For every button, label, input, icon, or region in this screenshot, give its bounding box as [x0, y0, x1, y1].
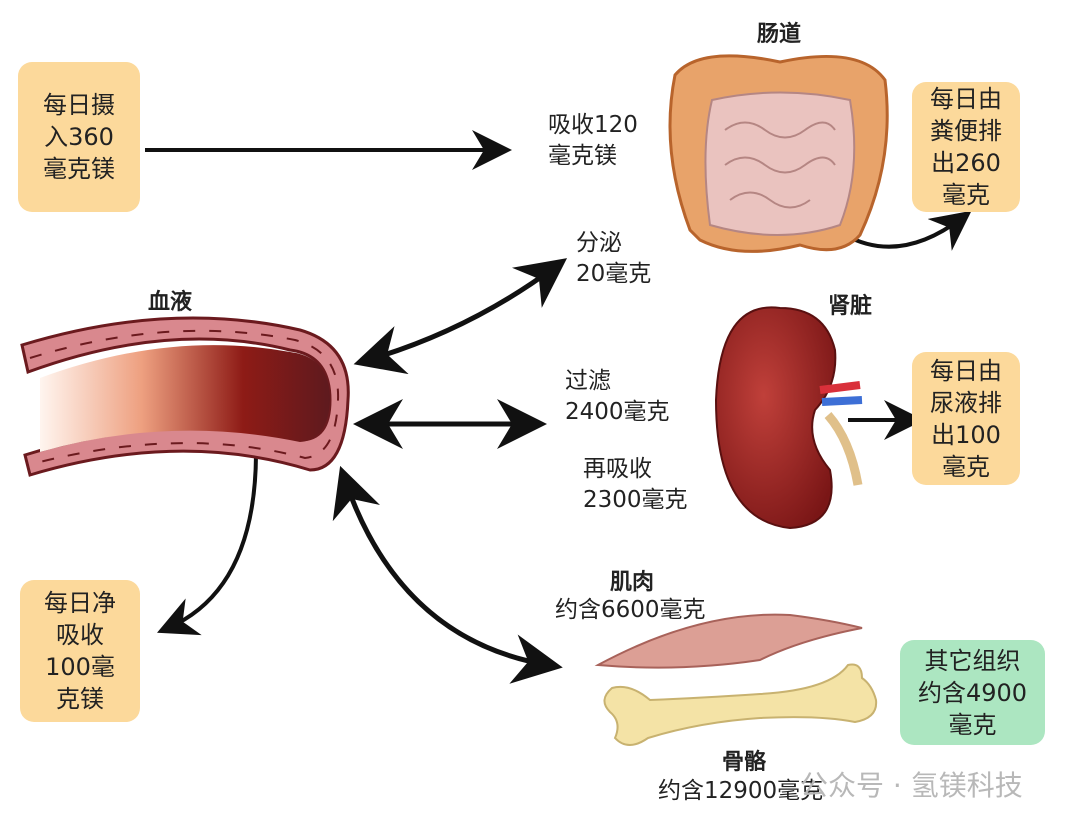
urine-line: 出100 [931, 420, 1001, 449]
muscle-illustration [594, 613, 863, 669]
feces-arrow [844, 210, 972, 251]
secrete-label: 分泌 20毫克 [576, 228, 651, 290]
filter-label: 过滤 2400毫克 [565, 366, 670, 428]
other-tissue-box: 其它组织 约含4900 毫克 [900, 640, 1045, 745]
watermark: 公众号 · 氢镁科技 [800, 769, 1023, 802]
blood-vessel-illustration [20, 316, 350, 477]
secrete-line: 20毫克 [576, 261, 652, 287]
urine-excretion-box: 每日由 尿液排 出100 毫克 [912, 352, 1020, 485]
net-line: 克镁 [56, 685, 104, 713]
reabsorb-line: 再吸收 [583, 456, 652, 482]
bone-illustration [603, 663, 878, 746]
blood-title: 血液 [148, 290, 193, 315]
urine-line: 尿液排 [930, 388, 1002, 417]
other-line: 其它组织 [924, 646, 1021, 675]
intestine-illustration [668, 54, 889, 253]
filter-line: 过滤 [565, 368, 611, 394]
feces-excretion-box: 每日由 粪便排 出260 毫克 [912, 82, 1020, 212]
reabsorb-label: 再吸收 2300毫克 [583, 454, 688, 516]
urine-line: 毫克 [942, 452, 990, 481]
net-absorption-box: 每日净 吸收 100毫 克镁 [20, 580, 140, 722]
net-line: 100毫 [45, 653, 115, 681]
intake-line: 毫克镁 [43, 155, 115, 183]
reabsorb-line: 2300毫克 [583, 487, 688, 513]
absorb-line: 吸收120 [548, 112, 638, 138]
other-line: 毫克 [948, 710, 997, 739]
absorb-line: 毫克镁 [548, 143, 617, 169]
intestine-title: 肠道 [757, 22, 802, 47]
muscle-amount: 约含6600毫克 [555, 597, 706, 623]
other-line: 约含4900 [917, 678, 1028, 707]
net-line: 吸收 [56, 621, 104, 649]
secrete-arrow [353, 258, 568, 375]
feces-line: 粪便排 [930, 117, 1002, 145]
intake-line: 入360 [44, 123, 114, 151]
urine-line: 每日由 [930, 356, 1002, 385]
feces-line: 出260 [931, 149, 1001, 177]
absorb-label: 吸收120 毫克镁 [548, 110, 638, 172]
intake-line: 每日摄 [43, 91, 115, 119]
bone-amount: 约含12900毫克 [658, 778, 824, 804]
daily-intake-box: 每日摄 入360 毫克镁 [18, 62, 140, 212]
secrete-line: 分泌 [576, 230, 622, 256]
bone-title: 骨骼 [722, 750, 767, 775]
kidney-illustration [714, 306, 863, 530]
net-line: 每日净 [44, 589, 116, 617]
muscle-title: 肌肉 [610, 570, 655, 595]
kidney-title: 肾脏 [828, 294, 873, 319]
feces-line: 毫克 [942, 181, 990, 209]
filter-line: 2400毫克 [565, 399, 670, 425]
net-absorb-arrow [157, 454, 258, 636]
feces-line: 每日由 [930, 85, 1002, 113]
tissue-exchange-arrow [332, 465, 563, 684]
